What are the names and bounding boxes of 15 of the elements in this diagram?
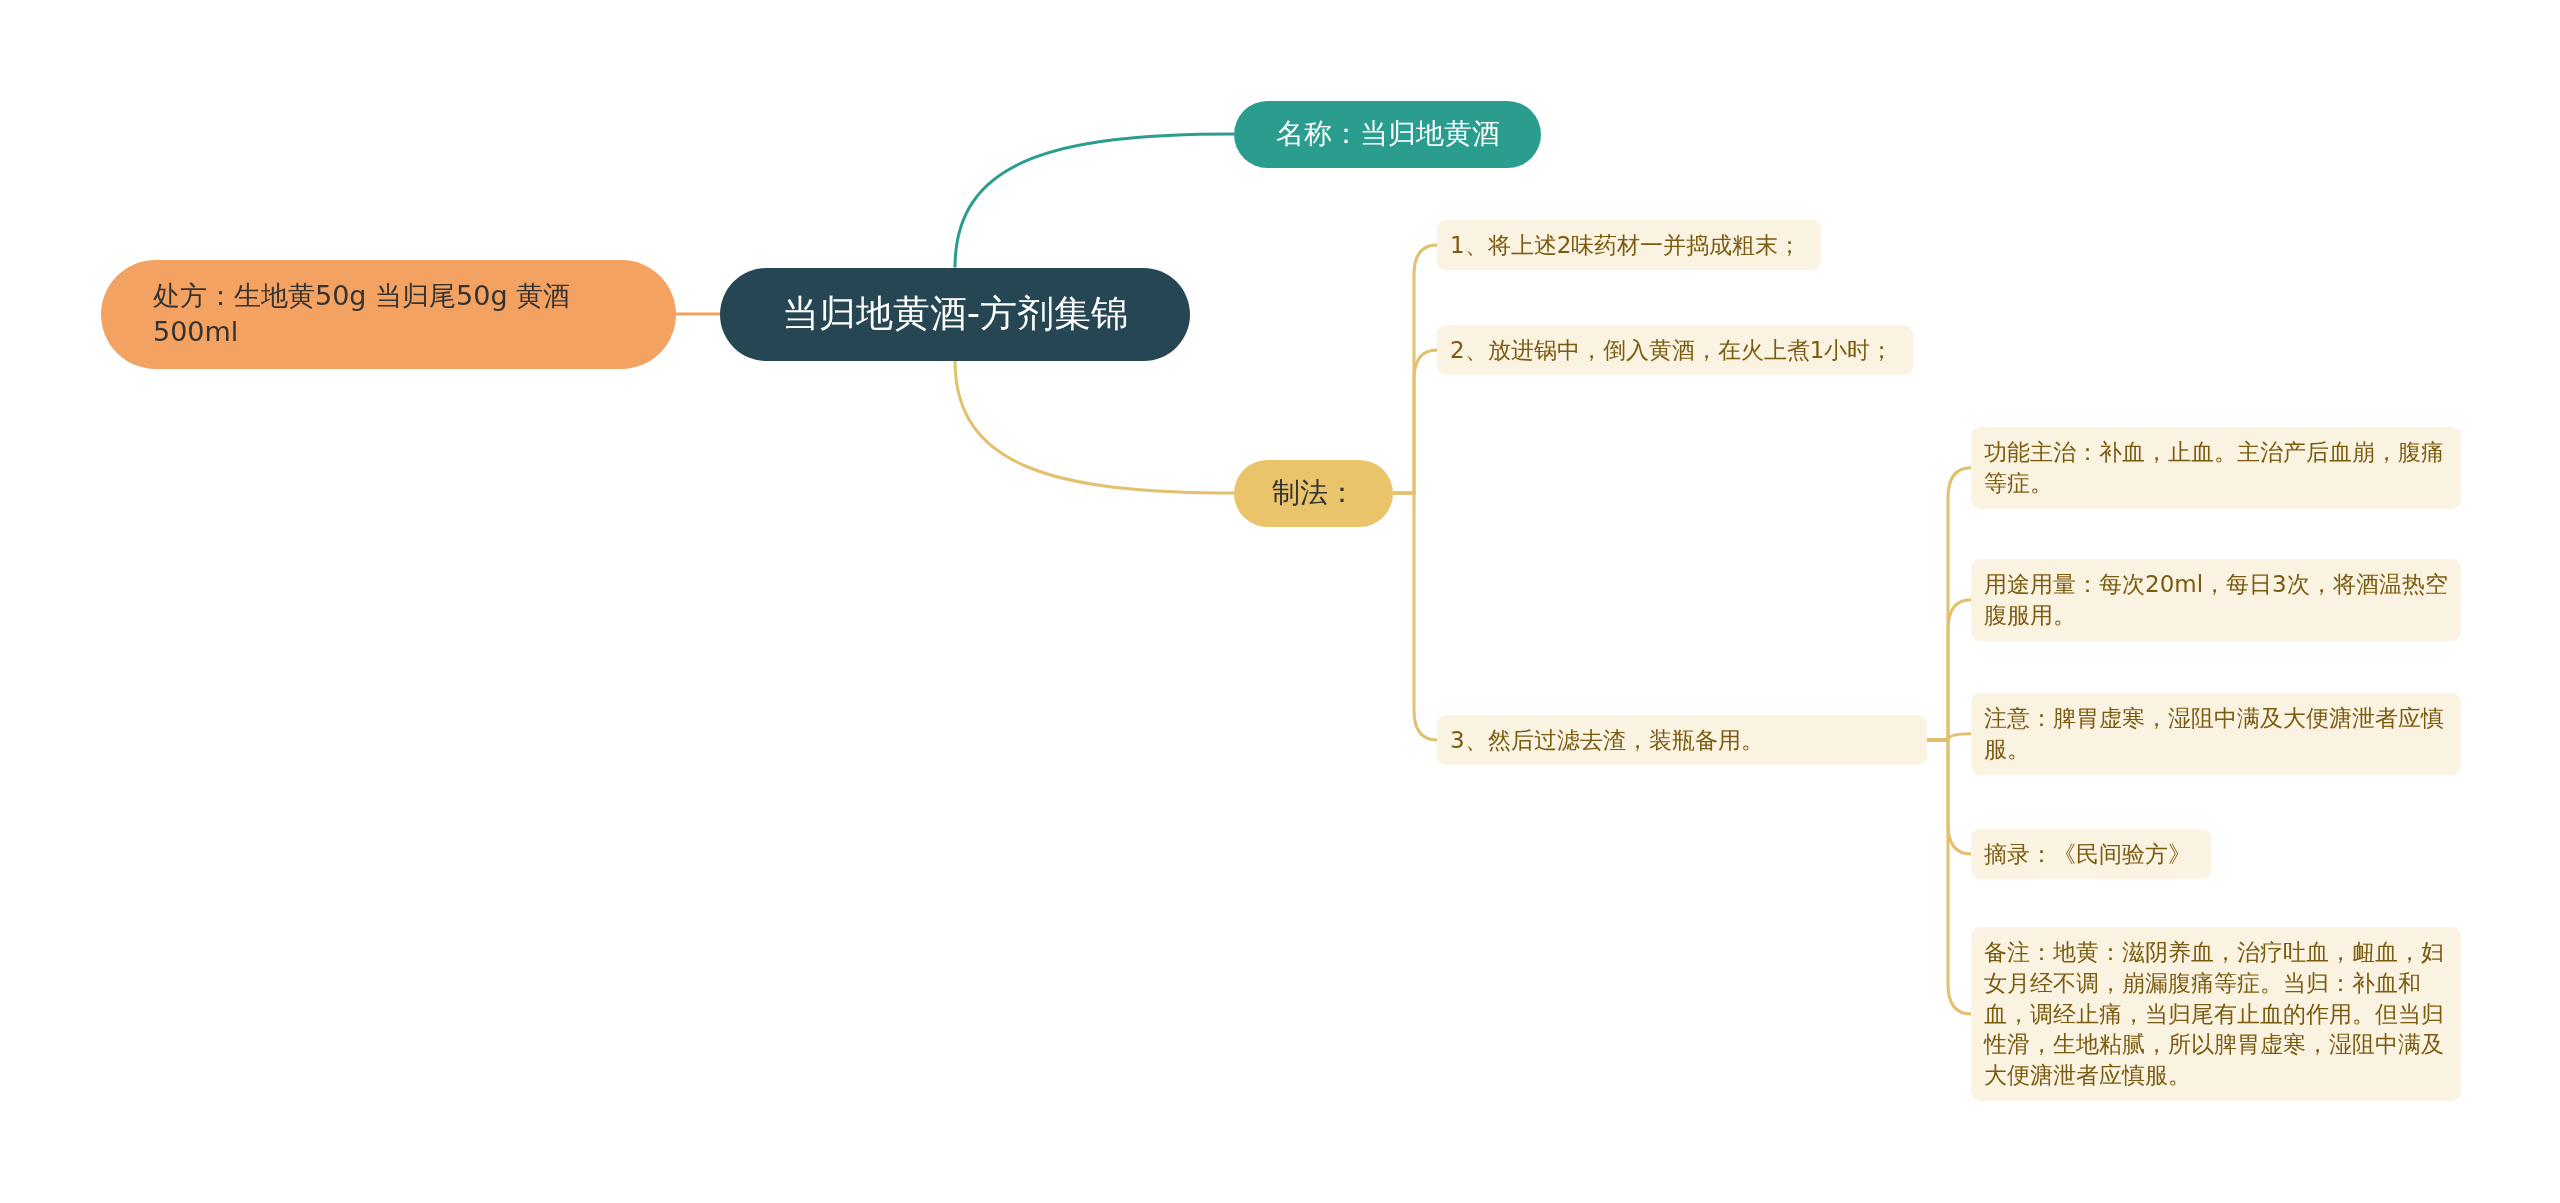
note-card: 注意：脾胃虚寒，湿阻中满及大便溏泄者应慎服。 xyxy=(1971,693,2461,775)
connector-line xyxy=(953,132,1235,268)
branch-topic: 制法： xyxy=(1234,459,1393,527)
note-card: 3、然后过滤去渣，装瓶备用。 xyxy=(1437,714,1927,766)
note-card: 备注：地黄：滋阴养血，治疗吐血，衄血，妇女月经不调，崩漏腹痛等症。当归：补血和血，调经止痛，当归尾有止血的作用。但当归性滑，生地粘腻，所以脾胃虚寒，湿阻中满及大便溏泄者应慎服。 xyxy=(1971,927,2461,1102)
branch-topic: 名称：当归地黄酒 xyxy=(1234,100,1541,168)
note-card: 2、放进锅中，倒入黄酒，在火上煮1小时； xyxy=(1437,324,1914,376)
note-card: 1、将上述2味药材一并捣成粗末； xyxy=(1437,219,1822,271)
note-card: 摘录：《民间验方》 xyxy=(1971,828,2211,880)
connector-line xyxy=(953,360,1235,495)
note-card: 用途用量：每次20ml，每日3次，将酒温热空腹服用。 xyxy=(1971,559,2461,641)
connector-line xyxy=(676,312,720,316)
root-topic: 当归地黄酒-方剂集锦 xyxy=(720,267,1190,361)
note-card: 功能主治：补血，止血。主治产后血崩，腹痛等症。 xyxy=(1971,427,2461,509)
branch-topic: 处方：生地黄50g 当归尾50g 黄酒 500ml xyxy=(101,259,676,369)
